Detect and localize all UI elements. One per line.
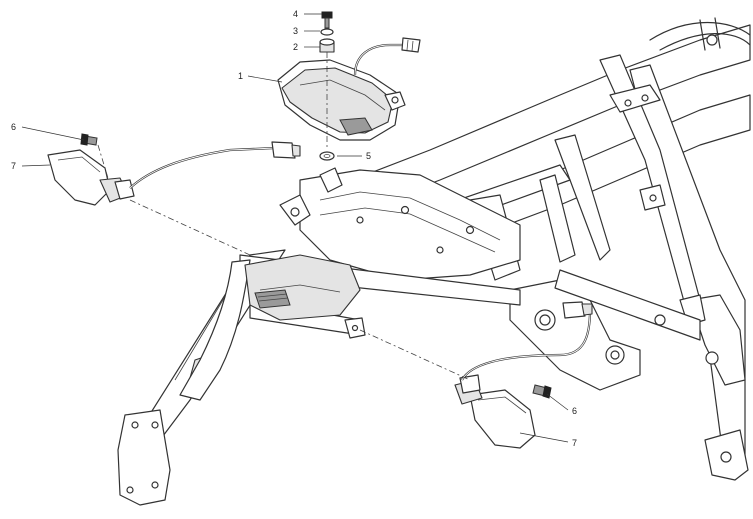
rear-frame xyxy=(279,17,751,481)
screw-4 xyxy=(321,11,333,29)
callout-2: 2 xyxy=(293,42,298,52)
callout-1: 1 xyxy=(238,71,243,81)
callout-3: 3 xyxy=(293,26,298,36)
tail-light xyxy=(277,37,421,141)
callout-4: 4 xyxy=(293,9,298,19)
callout-6-right: 6 xyxy=(572,406,577,416)
screw-6-left xyxy=(80,133,98,146)
screw-6-right xyxy=(532,384,552,399)
turn-signal-right xyxy=(454,301,593,449)
washer-3 xyxy=(320,28,334,36)
callout-5: 5 xyxy=(366,151,371,161)
turn-signal-left xyxy=(47,141,301,206)
washer-5 xyxy=(319,151,335,161)
license-plate-holder xyxy=(117,249,521,506)
callout-7-left: 7 xyxy=(11,161,16,171)
leader-lines xyxy=(21,13,569,443)
callout-6-left: 6 xyxy=(11,122,16,132)
callout-7-right: 7 xyxy=(572,438,577,448)
spacer-2 xyxy=(319,38,335,53)
